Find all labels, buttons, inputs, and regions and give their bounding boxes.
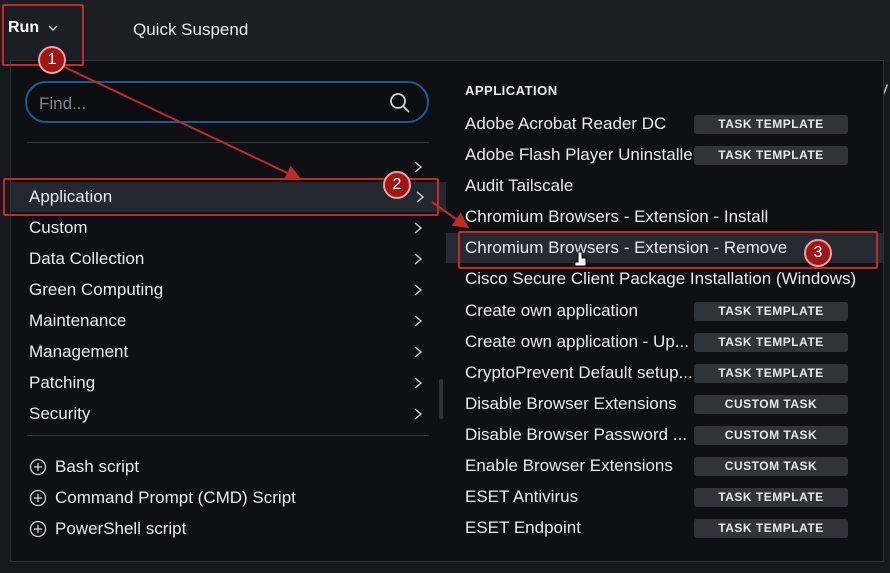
- app-item[interactable]: Disable Browser Password ... CUSTOM TASK: [465, 420, 865, 450]
- custom-task-badge: CUSTOM TASK: [694, 426, 848, 445]
- menu-item-label: Security: [29, 404, 91, 423]
- menu-item-empty[interactable]: [29, 152, 427, 182]
- app-item[interactable]: Audit Tailscale: [465, 171, 865, 201]
- task-template-badge: TASK TEMPLATE: [694, 519, 848, 538]
- annotation-box-application: [3, 178, 439, 216]
- task-template-badge: TASK TEMPLATE: [694, 302, 848, 321]
- app-item[interactable]: Adobe Flash Player Uninstaller TASK TEMP…: [465, 140, 865, 170]
- clipped-text: y: [880, 80, 888, 97]
- divider: [27, 435, 429, 436]
- app-item[interactable]: Adobe Acrobat Reader DC TASK TEMPLATE: [465, 109, 865, 139]
- app-item[interactable]: Cisco Secure Client Package Installation…: [465, 264, 865, 294]
- script-label: PowerShell script: [55, 519, 187, 538]
- custom-task-badge: CUSTOM TASK: [694, 395, 848, 414]
- task-template-badge: TASK TEMPLATE: [694, 488, 848, 507]
- chevron-right-icon: [414, 253, 423, 265]
- menu-item-label: Application: [29, 187, 113, 206]
- menu-item-application[interactable]: Application: [11, 182, 447, 212]
- app-item-name: Create own application: [465, 301, 638, 320]
- app-item[interactable]: Disable Browser Extensions CUSTOM TASK: [465, 389, 865, 419]
- menu-item-maintenance[interactable]: Maintenance: [29, 306, 427, 336]
- app-item-name: Disable Browser Password ...: [465, 425, 688, 444]
- app-item-name: Disable Browser Extensions: [465, 394, 677, 413]
- chevron-right-icon: [416, 191, 425, 203]
- run-menu-button[interactable]: Run: [8, 19, 59, 37]
- task-template-badge: TASK TEMPLATE: [694, 333, 848, 352]
- app-item-name: Chromium Browsers - Extension - Install: [465, 207, 769, 226]
- step-marker-2: 2: [383, 171, 411, 199]
- top-toolbar: Run Quick Suspend: [0, 0, 890, 62]
- menu-item-label: Management: [29, 342, 129, 361]
- menu-item-custom[interactable]: Custom: [29, 213, 427, 243]
- menu-item-label: Custom: [29, 218, 88, 237]
- plus-circle-icon: [29, 458, 47, 476]
- add-cmd-script-button[interactable]: Command Prompt (CMD) Script: [29, 484, 296, 512]
- app-item-name: Adobe Flash Player Uninstaller: [465, 145, 699, 164]
- app-item-name: Adobe Acrobat Reader DC: [465, 114, 667, 133]
- menu-item-label: Green Computing: [29, 280, 164, 299]
- chevron-right-icon: [414, 377, 423, 389]
- app-item-name: Create own application - Up...: [465, 332, 689, 351]
- chevron-right-icon: [414, 284, 423, 296]
- application-submenu: APPLICATION Adobe Acrobat Reader DC TASK…: [446, 60, 884, 562]
- add-bash-script-button[interactable]: Bash script: [29, 453, 139, 481]
- submenu-header: APPLICATION: [465, 83, 558, 98]
- app-item-name: Audit Tailscale: [465, 176, 574, 195]
- script-label: Command Prompt (CMD) Script: [55, 488, 296, 507]
- search-placeholder: Find...: [39, 94, 87, 113]
- chevron-down-icon: [48, 25, 58, 31]
- app-item-name: ESET Endpoint: [465, 518, 581, 537]
- app-item-name: ESET Antivirus: [465, 487, 579, 506]
- plus-circle-icon: [29, 489, 47, 507]
- category-menu: Find... Application Custom Data Collecti…: [10, 60, 448, 562]
- step-marker-1: 1: [38, 46, 66, 74]
- menu-item-security[interactable]: Security: [29, 399, 427, 423]
- app-item[interactable]: CryptoPrevent Default setup... TASK TEMP…: [465, 358, 865, 388]
- app-item-hovered[interactable]: Chromium Browsers - Extension - Remove: [446, 233, 883, 263]
- add-powershell-script-button[interactable]: PowerShell script: [29, 515, 186, 543]
- menu-item-data-collection[interactable]: Data Collection: [29, 244, 427, 274]
- menu-item-label: Patching: [29, 373, 96, 392]
- task-template-badge: TASK TEMPLATE: [694, 364, 848, 383]
- divider: [27, 142, 429, 143]
- app-item-name: Cisco Secure Client Package Installation…: [465, 269, 857, 288]
- task-template-badge: TASK TEMPLATE: [694, 146, 848, 165]
- app-item-name: CryptoPrevent Default setup...: [465, 363, 693, 382]
- chevron-right-icon: [414, 222, 423, 234]
- step-marker-3: 3: [804, 239, 832, 267]
- script-label: Bash script: [55, 457, 140, 476]
- app-item[interactable]: Chromium Browsers - Extension - Install: [465, 202, 865, 232]
- chevron-right-icon: [414, 161, 423, 173]
- run-label: Run: [8, 19, 40, 36]
- app-item[interactable]: Create own application - Up... TASK TEMP…: [465, 327, 865, 357]
- quick-suspend-button[interactable]: Quick Suspend: [133, 20, 249, 39]
- scrollbar[interactable]: [439, 379, 443, 419]
- search-icon[interactable]: [389, 92, 411, 114]
- menu-item-label: Maintenance: [29, 311, 127, 330]
- chevron-right-icon: [414, 315, 423, 327]
- task-template-badge: TASK TEMPLATE: [694, 115, 848, 134]
- app-item[interactable]: ESET Antivirus TASK TEMPLATE: [465, 482, 865, 512]
- search-input[interactable]: Find...: [25, 81, 429, 123]
- custom-task-badge: CUSTOM TASK: [694, 457, 848, 476]
- app-item[interactable]: ESET Endpoint TASK TEMPLATE: [465, 513, 865, 543]
- plus-circle-icon: [29, 520, 47, 538]
- chevron-right-icon: [414, 346, 423, 358]
- app-item[interactable]: Create own application TASK TEMPLATE: [465, 296, 865, 326]
- app-item-name: Enable Browser Extensions: [465, 456, 673, 475]
- app-item[interactable]: Enable Browser Extensions CUSTOM TASK: [465, 451, 865, 481]
- app-item-name: Chromium Browsers - Extension - Remove: [465, 238, 788, 257]
- chevron-right-icon: [414, 408, 423, 420]
- menu-item-label: Data Collection: [29, 249, 145, 268]
- menu-item-patching[interactable]: Patching: [29, 368, 427, 398]
- annotation-box-remove: [458, 231, 878, 269]
- menu-item-management[interactable]: Management: [29, 337, 427, 367]
- menu-item-green-computing[interactable]: Green Computing: [29, 275, 427, 305]
